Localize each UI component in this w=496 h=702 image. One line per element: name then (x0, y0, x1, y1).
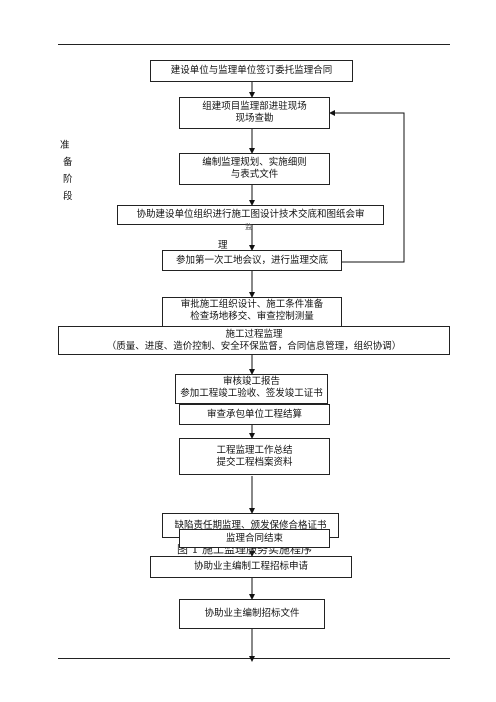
step-plan-line1: 编制监理规划、实施细则 (202, 157, 307, 168)
step-completion-line2: 参加工程竣工验收、签发竣工证书 (180, 388, 323, 399)
step-defects-label: 缺陷责任期监理、颁发保修合格证书 (174, 519, 327, 531)
side-label-preparation: 准 备 阶 段 (60, 140, 73, 208)
step-plan-line2: 与表式文件 (230, 169, 279, 180)
side-char: 阶 (63, 174, 73, 185)
step-approve: 审批施工组织设计、施工条件准备 检查场地移交、审查控制测量 (162, 297, 342, 327)
step-contract-label: 建设单位与监理单位签订委托监理合同 (170, 65, 333, 76)
step-summary: 工程监理工作总结 提交工程档案资料 (179, 438, 330, 475)
step-settlement: 审查承包单位工程结算 (179, 404, 330, 425)
step-setup-line1: 组建项目监理部进驻现场 (202, 101, 307, 112)
step-design-review-label: 协助建设单位组织进行施工图设计技术交底和图纸会审 (136, 209, 365, 220)
step-process: 施工过程监理 （质量、进度、造价控制、安全环保监督，合同信息管理，组织协调） (58, 326, 450, 355)
step-design-review: 协助建设单位组织进行施工图设计技术交底和图纸会审 (117, 205, 384, 225)
step-completion: 审核竣工报告 参加工程竣工验收、签发竣工证书 (175, 374, 328, 404)
step-tender-docs: 协助业主编制招标文件 (179, 599, 325, 629)
step-process-line2: （质量、进度、造价控制、安全环保监督，合同信息管理，组织协调） (106, 340, 402, 352)
side-char: 段 (63, 191, 73, 202)
step-setup-line2: 现场查勘 (235, 113, 274, 124)
step-first-meeting: 参加第一次工地会议，进行监理交底 (162, 250, 342, 271)
top-rule (58, 44, 450, 45)
step-tender-apply-label: 协助业主编制工程招标申请 (193, 561, 308, 572)
step-summary-line1: 工程监理工作总结 (216, 444, 293, 456)
step-setup: 组建项目监理部进驻现场 现场查勘 (179, 97, 330, 129)
step-summary-line2: 提交工程档案资料 (216, 456, 293, 468)
step-end-label: 监理合同结束 (225, 532, 283, 544)
step-approve-line1: 审批施工组织设计、施工条件准备 (180, 299, 324, 310)
step-completion-line1: 审核竣工报告 (222, 376, 280, 387)
step-process-line1: 施工过程监理 (225, 328, 283, 340)
step-first-meeting-label: 参加第一次工地会议，进行监理交底 (175, 254, 328, 266)
side-char: 备 (63, 157, 73, 168)
feedback-loop (329, 110, 405, 263)
side-char: 准 (60, 140, 70, 151)
step-approve-line2: 检查场地移交、审查控制测量 (190, 311, 314, 322)
step-end: 监理合同结束 (179, 529, 330, 548)
step-plan: 编制监理规划、实施细则 与表式文件 (179, 153, 330, 185)
stray-mark: 监 (245, 223, 252, 231)
step-settlement-label: 审查承包单位工程结算 (206, 408, 302, 420)
step-tender-apply: 协助业主编制工程招标申请 (150, 556, 352, 578)
stray-text: 理 (218, 240, 228, 251)
step-contract: 建设单位与监理单位签订委托监理合同 (150, 60, 353, 82)
step-tender-docs-label: 协助业主编制招标文件 (204, 608, 300, 619)
